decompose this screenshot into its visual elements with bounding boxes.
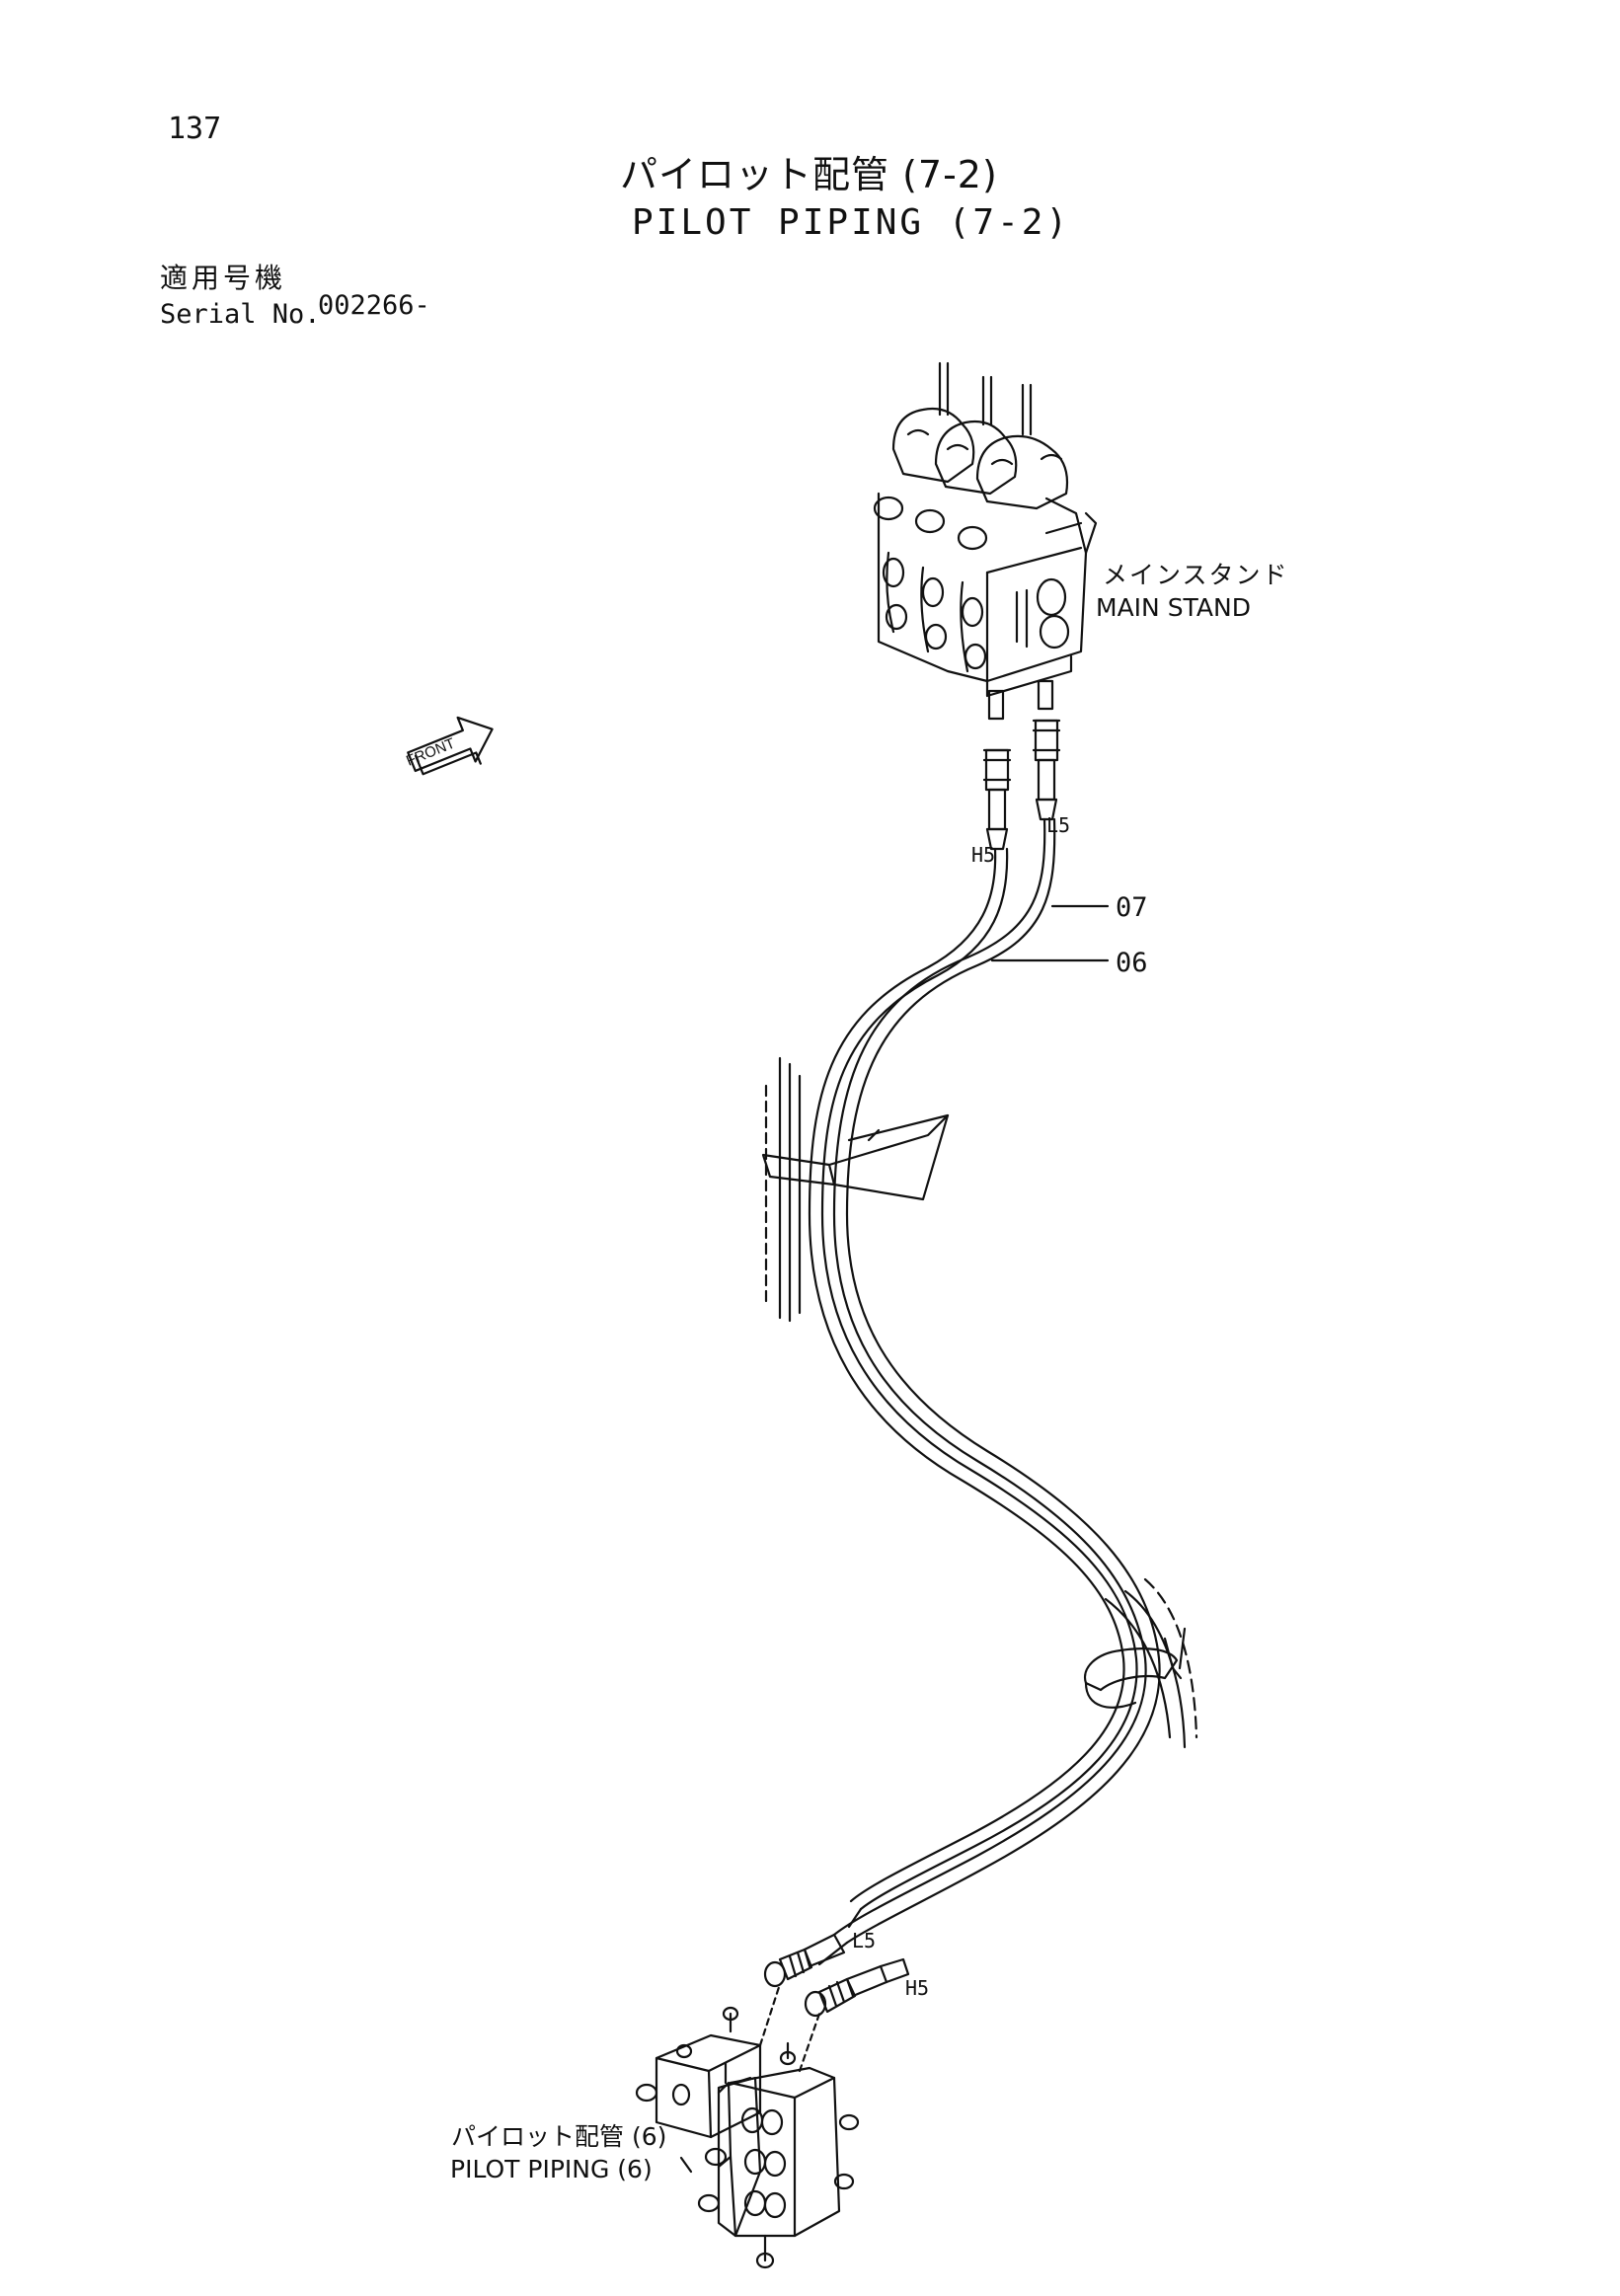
serial-label-english: Serial No.	[160, 299, 321, 330]
hose-mark-h5-top: H5	[971, 843, 996, 867]
part-ref-07: 07	[1116, 892, 1148, 923]
main-stand-label-japanese: メインスタンド	[1103, 561, 1289, 589]
top-hose-fittings	[982, 679, 1061, 851]
main-stand-valve-block	[873, 361, 1098, 698]
serial-label-japanese: 適用号機	[160, 262, 287, 294]
frame-member-left	[764, 1056, 802, 1323]
leader-fitting-a	[758, 1982, 782, 2047]
pilot-hose-06	[808, 847, 1138, 1911]
pilot-hose-07	[832, 817, 1161, 1945]
title-english: PILOT PIPING (7-2)	[632, 202, 1071, 243]
hose-clamp-lower	[1083, 1647, 1179, 1709]
hose-bracket-upper	[761, 1113, 950, 1201]
leader-fitting-b	[798, 2012, 821, 2073]
hose-mark-h5-bottom: H5	[905, 1976, 930, 2000]
bottom-hose-fittings	[763, 1907, 910, 2018]
serial-number-value: 002266-	[318, 290, 430, 321]
page-number: 137	[168, 112, 222, 146]
hose-mark-l5-top: L5	[1046, 813, 1071, 837]
part-ref-06: 06	[1116, 948, 1148, 978]
front-direction-arrow	[407, 716, 494, 776]
pilot-valve-blocks	[635, 2006, 860, 2269]
hose-mark-l5-bottom: L5	[852, 1929, 877, 1952]
pilot-piping-6-label-japanese: パイロット配管 (6)	[451, 2122, 667, 2151]
pilot-piping-6-label-english: PILOT PIPING (6)	[450, 2155, 653, 2183]
title-japanese: パイロット配管 (7-2)	[620, 153, 998, 196]
main-stand-label-english: MAIN STAND	[1096, 593, 1251, 622]
